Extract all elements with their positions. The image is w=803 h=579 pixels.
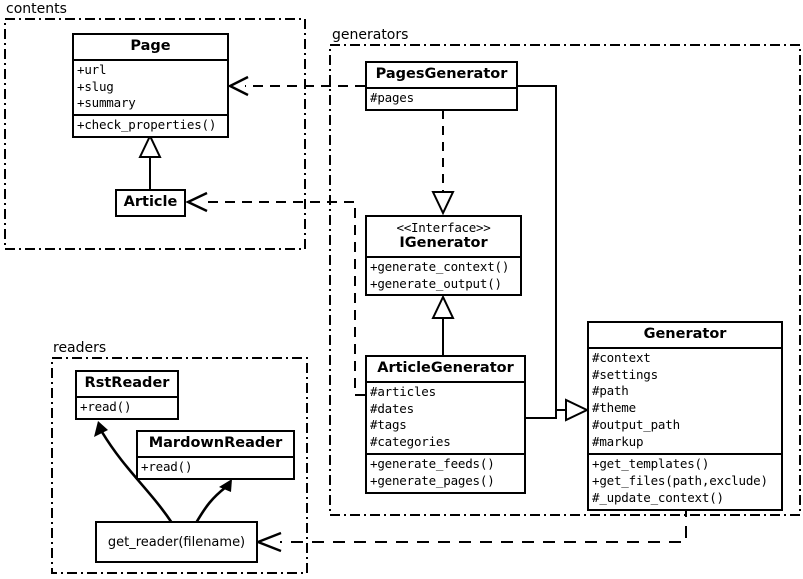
class-article-title: Article [123, 194, 178, 210]
attribute-row: +url [77, 61, 107, 77]
package-label-readers: readers [53, 340, 107, 356]
attribute-row: #articles [370, 383, 436, 399]
method-row: +read() [80, 398, 132, 414]
attribute-row: #output_path [592, 417, 680, 433]
relation-articlegenerator-realizes-igenerator [431, 294, 455, 355]
class-articlegenerator[interactable]: ArticleGenerator #articles #dates #tags … [365, 355, 526, 494]
function-get-reader[interactable]: get_reader(filename) [95, 521, 258, 563]
package-frame-generators [329, 44, 801, 516]
relation-articlegenerator-depends-article [185, 191, 365, 396]
package-label-generators: generators [332, 27, 409, 43]
class-articlegenerator-attributes: #articles #dates #tags #categories [367, 380, 524, 454]
class-articlegenerator-methods: +generate_feeds() +generate_pages() [367, 453, 524, 492]
class-pagesgenerator-attributes: #pages [367, 86, 516, 109]
class-rstreader-methods: +read() [77, 395, 177, 418]
method-row: +generate_output() [370, 275, 502, 291]
class-rstreader-title: RstReader [84, 375, 170, 391]
class-page-methods: +check_properties() [74, 114, 227, 136]
class-articlegenerator-title: ArticleGenerator [377, 360, 514, 376]
method-row: +generate_pages() [370, 473, 495, 489]
attribute-row: #theme [592, 400, 636, 416]
class-generator-methods: +get_templates() +get_files(path,exclude… [589, 452, 781, 509]
attribute-row: #dates [370, 400, 414, 416]
method-row: +check_properties() [77, 117, 217, 133]
function-get-reader-label: get_reader(filename) [107, 534, 246, 550]
class-page[interactable]: Page +url +slug +summary +check_properti… [72, 33, 229, 139]
class-generator[interactable]: Generator #context #settings #path #them… [587, 321, 783, 511]
relation-articlegenerator-generalizes-generator [526, 398, 590, 422]
class-pagesgenerator-title: PagesGenerator [375, 66, 508, 82]
class-igenerator-name: IGenerator [399, 235, 488, 251]
class-pagesgenerator[interactable]: PagesGenerator #pages [365, 61, 518, 111]
method-row: +get_files(path,exclude) [592, 472, 768, 488]
class-igenerator-stereotype: <<Interface>> [396, 220, 491, 235]
package-frame-contents [4, 18, 306, 250]
attribute-row: #settings [592, 366, 658, 382]
relation-getreader-calls-mardownreader [194, 479, 232, 524]
relation-pagesgenerator-depends-page [227, 75, 365, 97]
attribute-row: #context [592, 349, 651, 365]
relation-pagesgenerator-generalizes-generator [518, 85, 557, 410]
class-igenerator[interactable]: <<Interface>> IGenerator +generate_conte… [365, 215, 522, 297]
method-row: +read() [141, 458, 193, 474]
class-rstreader[interactable]: RstReader +read() [75, 370, 179, 420]
attribute-row: #categories [370, 434, 451, 450]
method-row: +get_templates() [592, 455, 710, 471]
class-page-attributes: +url +slug +summary [74, 58, 227, 115]
class-igenerator-methods: +generate_context() +generate_output() [367, 255, 520, 295]
attribute-row: +slug [77, 78, 114, 94]
class-article[interactable]: Article [115, 189, 186, 217]
attribute-row: #markup [592, 434, 644, 450]
package-label-contents: contents [6, 1, 67, 17]
relation-article-generalizes-page [138, 133, 162, 189]
attribute-row: #pages [370, 89, 414, 105]
class-generator-title: Generator [643, 326, 727, 342]
relation-pagesgenerator-realizes-igenerator [431, 110, 455, 216]
class-generator-attributes: #context #settings #path #theme #output_… [589, 346, 781, 453]
class-mardownreader-methods: +read() [138, 455, 293, 478]
class-mardownreader[interactable]: MardownReader +read() [136, 430, 295, 480]
relation-generator-depends-getreader [254, 505, 687, 553]
class-page-title: Page [130, 38, 171, 54]
method-row: #_update_context() [592, 489, 724, 505]
class-igenerator-title: <<Interface>> IGenerator [367, 217, 520, 256]
method-row: +generate_feeds() [370, 456, 495, 472]
package-frame-readers [51, 357, 308, 574]
attribute-row: #tags [370, 417, 407, 433]
method-row: +generate_context() [370, 258, 510, 274]
attribute-row: #path [592, 383, 629, 399]
attribute-row: +summary [77, 95, 136, 111]
class-mardownreader-title: MardownReader [148, 435, 283, 451]
